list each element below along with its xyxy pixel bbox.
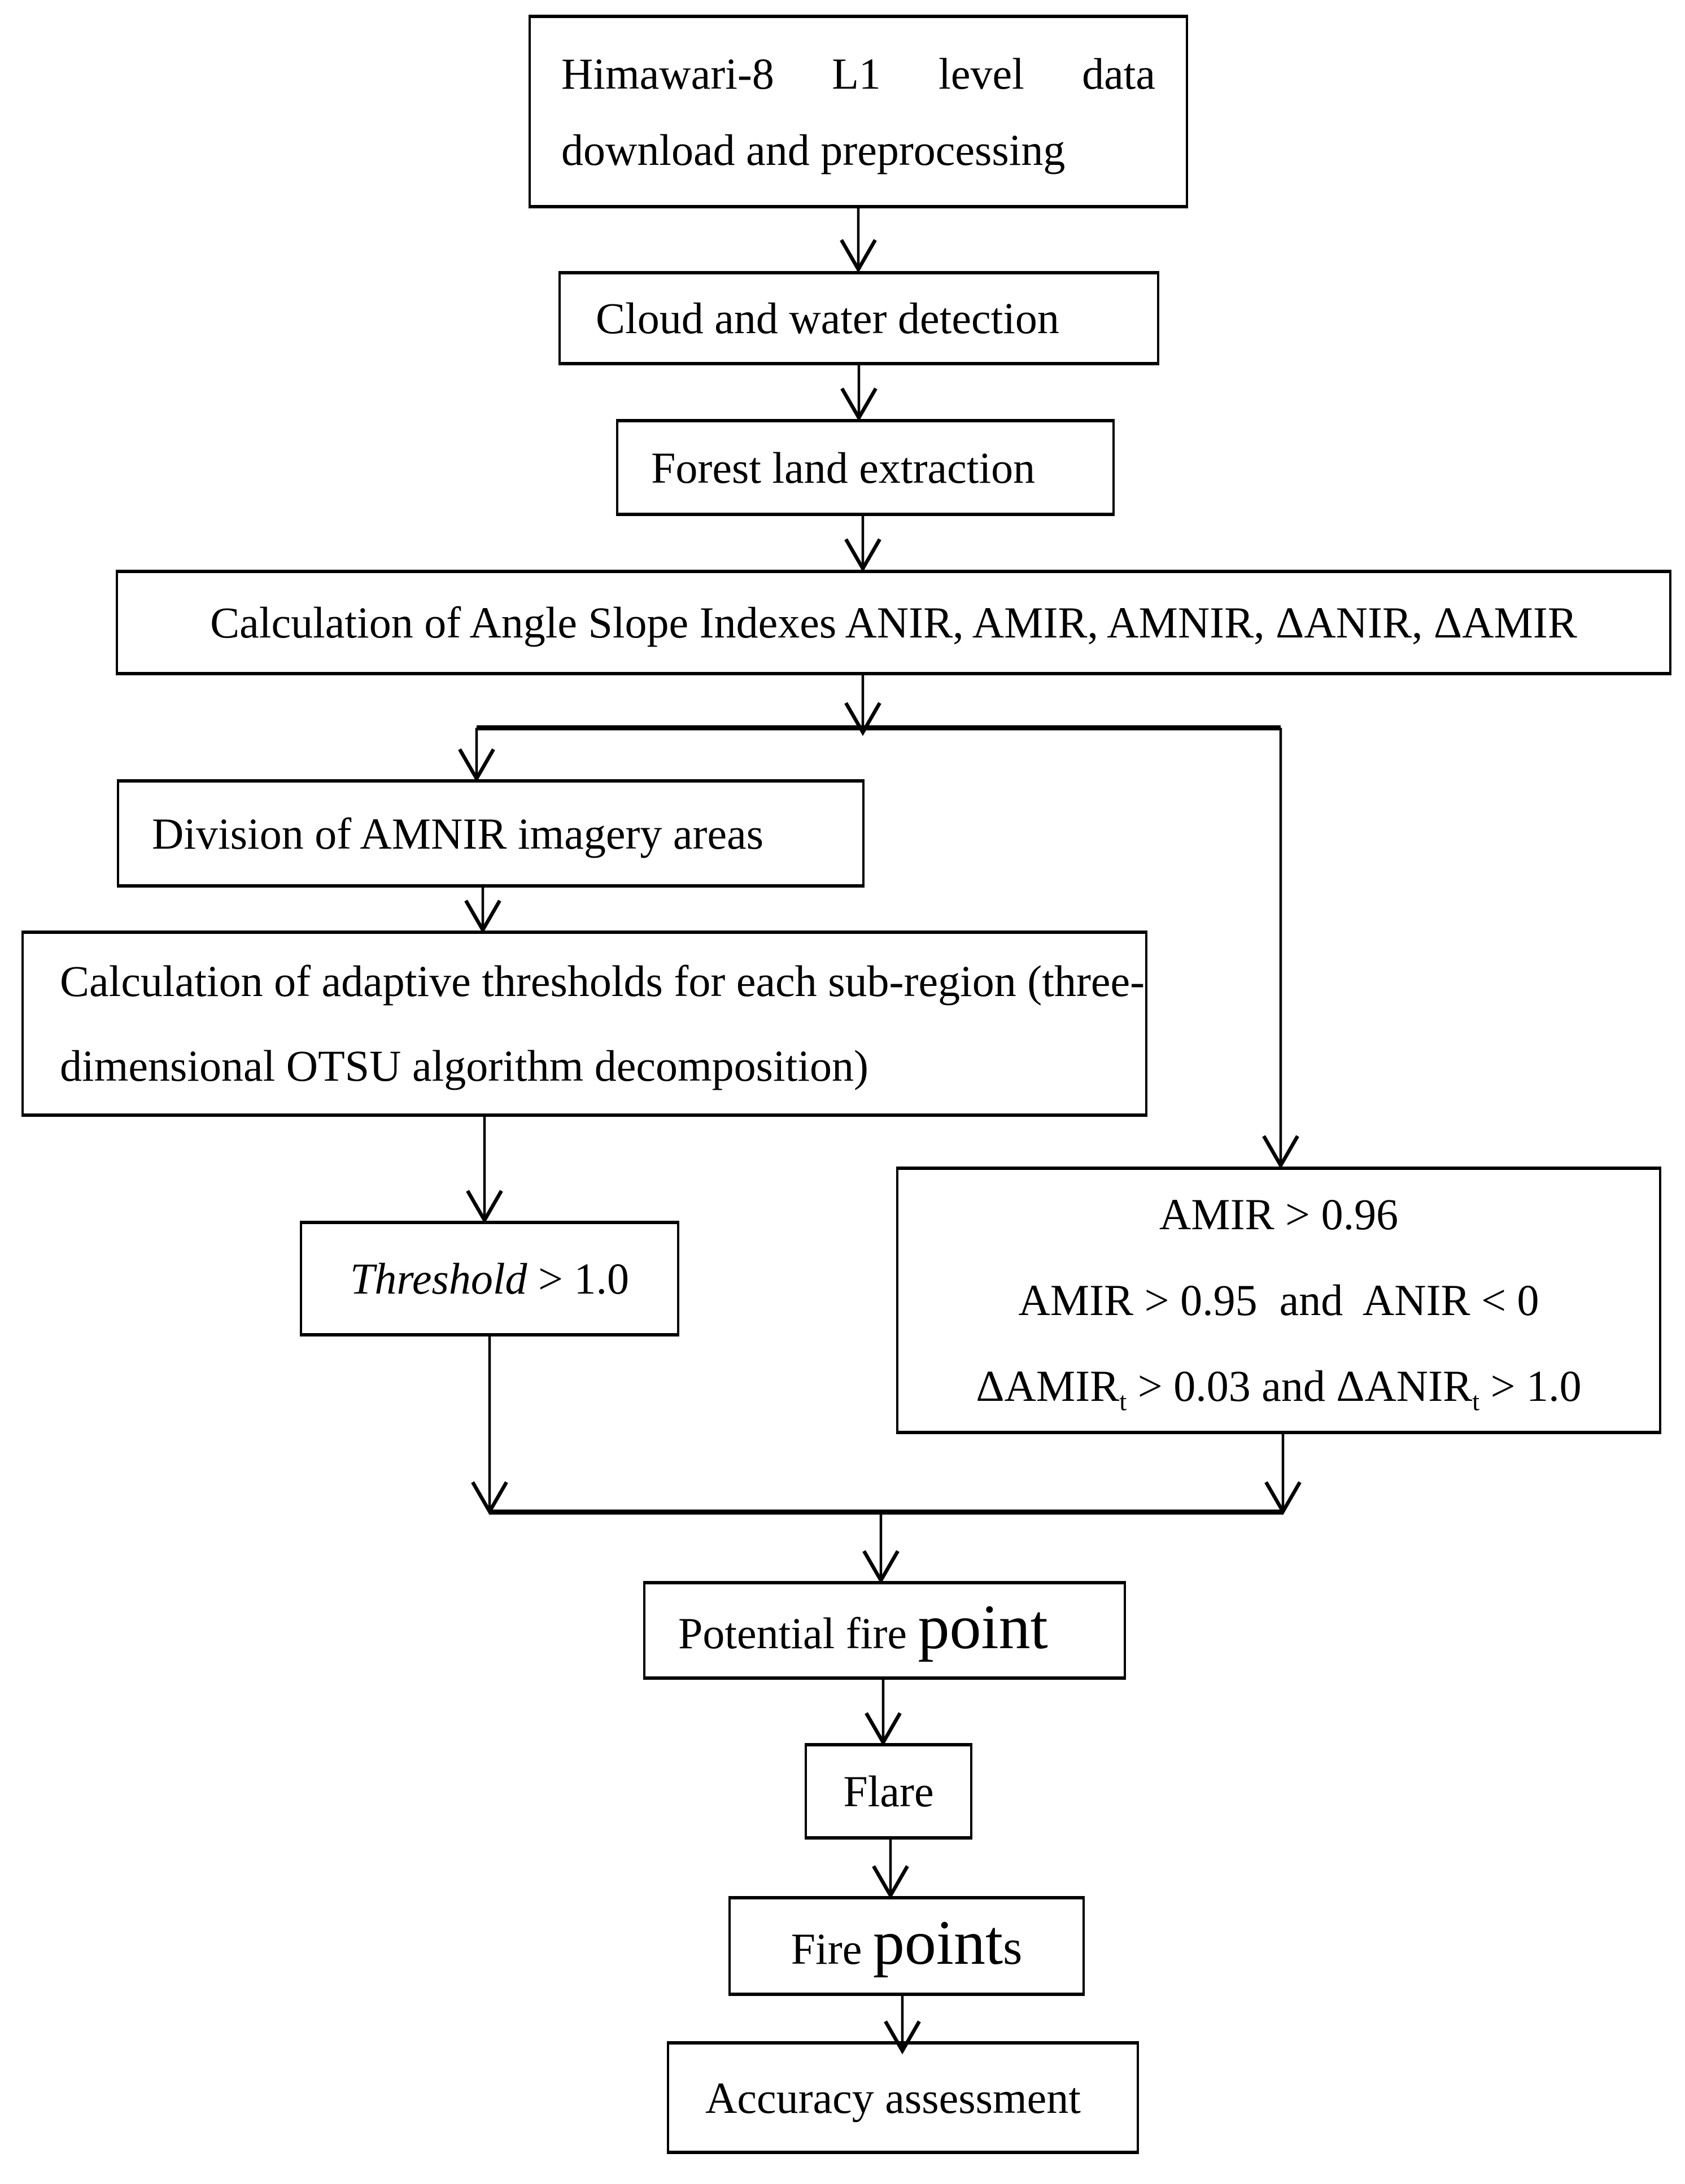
arrow-threshold-to-merge [471,1336,508,1515]
arrow-merge-to-potential [862,1512,900,1584]
condition-line3: ΔAMIRt > 0.03 and ΔANIRt > 1.0 [976,1343,1581,1429]
node-label: Cloud and water detection [596,294,1059,343]
node-label: Fire points [791,1905,1023,1987]
arrow-conditions-to-merge [1264,1434,1302,1515]
label-emphasis: point [918,1592,1048,1662]
condition-term: ΔAMIR [976,1361,1120,1410]
arrow-potential-to-flare [865,1680,902,1746]
node-label-line2: download and preprocessing [561,125,1066,174]
node-label: Threshold > 1.0 [350,1240,629,1317]
node-fire-points: Fire points [728,1896,1085,1996]
node-label: Flare [843,1767,934,1816]
node-division-amnir-areas: Division of AMNIR imagery areas [117,779,865,888]
arrow-cloud-to-forest [840,365,878,422]
node-angle-slope-indexes: Calculation of Angle Slope Indexes ANIR,… [116,570,1671,675]
node-potential-fire-point: Potential fire point [643,1581,1126,1680]
subscript-t: t [1119,1387,1127,1417]
arrow-split-to-conditions [1262,728,1299,1169]
arrow-division-to-adaptive [464,888,501,934]
node-cloud-water-detection: Cloud and water detection [558,271,1159,365]
node-label: Accuracy assessment [705,2073,1081,2122]
condition-line2: AMIR > 0.95 and ANIR < 0 [1018,1276,1539,1325]
node-accuracy-assessment: Accuracy assessment [667,2041,1139,2154]
label-prefix: Fire [791,1924,873,1973]
node-label: Potential fire point [678,1589,1124,1671]
arrow-angleslope-to-split [844,675,881,736]
node-label-line1: Himawari-8 L1 level data [561,36,1155,112]
word: level [938,49,1024,98]
word: Himawari-8 [561,49,774,98]
arrow-forest-to-angleslope [844,516,881,573]
node-adaptive-thresholds: Calculation of adaptive thresholds for e… [21,931,1147,1117]
node-himawari-preprocessing: Himawari-8 L1 level data download and pr… [529,15,1188,208]
arrow-himawari-to-cloud [840,208,877,273]
node-fixed-threshold-conditions: AMIR > 0.96 AMIR > 0.95 and ANIR < 0 ΔAM… [896,1167,1661,1434]
threshold-value: > 1.0 [527,1254,629,1303]
node-forest-land-extraction: Forest land extraction [616,419,1115,516]
word: L1 [832,49,881,98]
threshold-word: Threshold [350,1254,527,1303]
condition-term: > 1.0 [1479,1361,1582,1410]
node-label: Calculation of Angle Slope Indexes ANIR,… [210,598,1577,647]
arrow-split-to-division [458,728,495,783]
arrow-flare-to-firepoints [872,1840,909,1899]
word: data [1082,49,1155,98]
label-prefix: Potential fire [678,1609,918,1658]
condition-line1: AMIR > 0.96 [1159,1190,1399,1239]
node-label: Division of AMNIR imagery areas [152,809,764,858]
subscript-t: t [1472,1387,1480,1417]
node-threshold-condition: Threshold > 1.0 [300,1221,679,1336]
node-label: Forest land extraction [651,443,1036,492]
node-flare: Flare [805,1743,972,1840]
label-emphasis: point [872,1908,1003,1978]
arrow-adaptive-to-threshold [466,1117,503,1224]
node-label-line2: dimensional OTSU algorithm decomposition… [60,1041,868,1090]
node-label-line1: Calculation of adaptive thresholds for e… [60,956,1145,1006]
condition-term: > 0.03 and ΔANIR [1127,1361,1473,1410]
label-suffix: s [1003,1920,1023,1975]
